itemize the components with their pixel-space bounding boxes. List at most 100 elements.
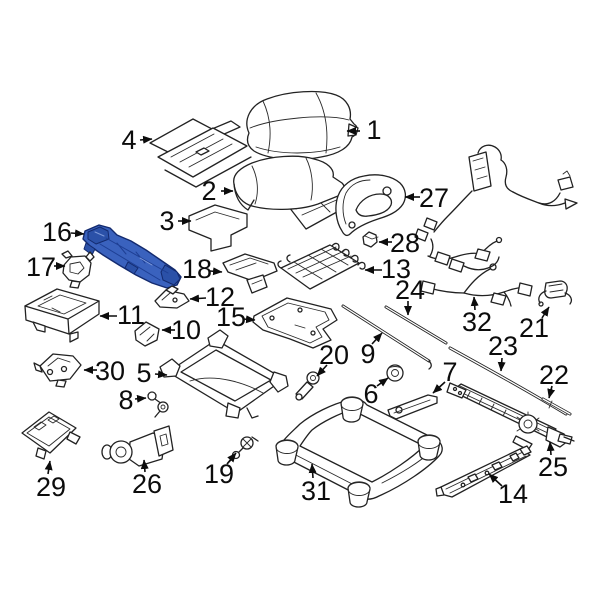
callout-13[interactable]: 13 [364, 254, 411, 284]
callout-19[interactable]: 19 [204, 452, 237, 489]
callout-number: 17 [26, 252, 56, 282]
callout-number: 22 [539, 360, 569, 390]
callout-number: 6 [363, 379, 378, 409]
callout-arrow [134, 394, 147, 403]
callout-number: 20 [319, 340, 349, 370]
callout-number: 25 [538, 452, 568, 482]
part-29-module [21, 411, 81, 460]
callout-number: 24 [395, 275, 425, 305]
callout-17[interactable]: 17 [26, 252, 66, 282]
callout-2[interactable]: 2 [201, 176, 234, 206]
callout-number: 7 [442, 357, 457, 387]
callout-number: 2 [201, 176, 216, 206]
part-31-base-frame [275, 396, 443, 508]
callout-number: 13 [381, 254, 411, 284]
callout-arrow [44, 460, 53, 475]
callout-3[interactable]: 3 [159, 206, 192, 236]
part-12-bracket [154, 285, 190, 309]
callout-number: 8 [118, 385, 133, 415]
callout-8[interactable]: 8 [118, 385, 147, 415]
callout-24[interactable]: 24 [395, 275, 425, 316]
callout-arrow [376, 377, 389, 387]
part-16-crossmember-highlighted [82, 224, 182, 289]
callout-arrow [488, 473, 503, 487]
callout-11[interactable]: 11 [99, 300, 145, 330]
callout-arrow [497, 357, 506, 372]
part-26-motor [101, 425, 174, 467]
part-14-track-rail [435, 445, 532, 498]
callout-number: 29 [36, 472, 66, 502]
callout-number: 30 [95, 356, 125, 386]
callout-number: 1 [366, 115, 381, 145]
callout-6[interactable]: 6 [363, 377, 389, 409]
callout-23[interactable]: 23 [488, 331, 518, 372]
callout-28[interactable]: 28 [378, 228, 420, 258]
callout-number: 19 [204, 459, 234, 489]
callout-number: 26 [132, 469, 162, 499]
callout-29[interactable]: 29 [36, 460, 66, 502]
callout-arrow [470, 296, 479, 311]
callout-26[interactable]: 26 [132, 459, 162, 499]
callout-number: 5 [136, 358, 151, 388]
callout-9[interactable]: 9 [360, 332, 383, 369]
callout-number: 31 [301, 476, 331, 506]
callout-7[interactable]: 7 [432, 357, 458, 394]
callout-4[interactable]: 4 [121, 125, 153, 155]
callout-arrow [242, 315, 256, 324]
callout-number: 3 [159, 206, 174, 236]
part-18-bracket [222, 253, 278, 294]
callout-number: 27 [419, 183, 449, 213]
callout-arrow [432, 381, 446, 394]
callout-number: 23 [488, 331, 518, 361]
part-5-seat-frame [159, 329, 289, 419]
callout-27[interactable]: 27 [404, 183, 449, 213]
part-wiring-harness [414, 144, 578, 307]
callout-14[interactable]: 14 [488, 473, 528, 509]
part-30-bracket [33, 353, 82, 388]
callout-arrow [70, 229, 85, 238]
callout-number: 9 [360, 339, 375, 369]
callout-32[interactable]: 32 [462, 296, 492, 337]
part-28-knob [362, 231, 379, 248]
callout-12[interactable]: 12 [189, 282, 235, 312]
callout-31[interactable]: 31 [301, 463, 331, 506]
part-27-side-shield [335, 174, 407, 237]
callout-10[interactable]: 10 [161, 315, 201, 345]
part-11-tray [24, 288, 100, 343]
callout-25[interactable]: 25 [538, 441, 568, 482]
callout-22[interactable]: 22 [539, 360, 569, 399]
callout-number: 28 [390, 228, 420, 258]
callout-16[interactable]: 16 [42, 217, 85, 247]
callout-30[interactable]: 30 [83, 356, 125, 386]
part-24-rod [384, 305, 448, 345]
callout-number: 12 [205, 282, 235, 312]
part-8-latch [147, 391, 169, 418]
callout-number: 16 [42, 217, 72, 247]
callout-1[interactable]: 1 [346, 115, 382, 145]
callout-number: 14 [498, 479, 528, 509]
callout-18[interactable]: 18 [182, 254, 223, 284]
callout-arrow [308, 463, 317, 479]
callout-number: 21 [519, 313, 549, 343]
callout-arrow [226, 452, 237, 465]
callout-arrow [316, 364, 328, 377]
part-25-seat-track [446, 382, 575, 451]
part-3-cover [188, 204, 248, 252]
callout-arrow [546, 441, 555, 456]
callout-number: 11 [117, 300, 145, 330]
callout-arrow [209, 267, 223, 276]
callout-arrow [189, 294, 207, 303]
part-1-seat-cushion [246, 90, 359, 161]
callout-arrow [139, 135, 153, 144]
part-20-bolt [295, 371, 320, 401]
callout-21[interactable]: 21 [519, 306, 550, 343]
callout-5[interactable]: 5 [136, 358, 168, 388]
part-9-rod [341, 304, 432, 370]
callout-20[interactable]: 20 [316, 340, 349, 377]
callout-15[interactable]: 15 [216, 302, 256, 332]
part-6-bushing [386, 364, 404, 382]
part-10-clip [134, 321, 160, 347]
callout-arrow [140, 459, 149, 473]
callout-number: 32 [462, 307, 492, 337]
